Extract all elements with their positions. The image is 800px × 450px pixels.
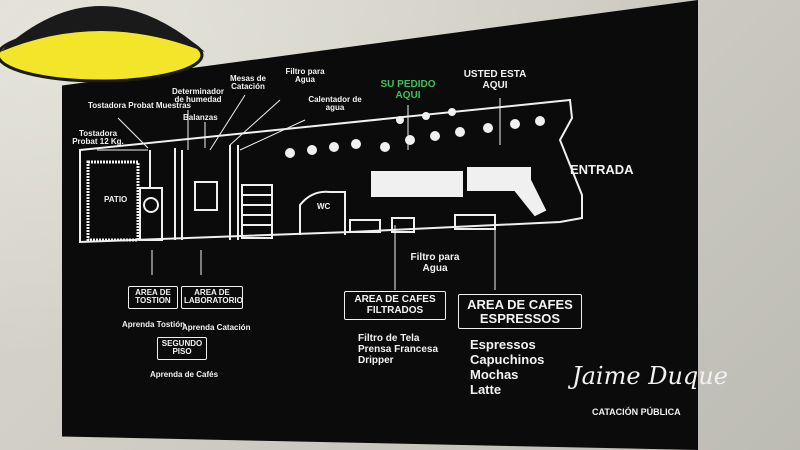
area-cafes-espressos-box: AREA DE CAFES ESPRESSOS [458, 294, 582, 330]
ceiling-lamp [0, 6, 205, 83]
area-segundo-piso-list: Aprenda de Cafés [150, 370, 218, 379]
filter-bar-counter [371, 171, 463, 197]
list-item: Aprenda de Cafés [150, 370, 219, 379]
label-determinador-humedad: Determinador de humedad [171, 87, 224, 105]
signature-logo: Jaime Duque [572, 362, 728, 390]
label-balanzas: Balanzas [183, 113, 218, 122]
area-cafes-espressos-list: Espressos Capuchinos Mochas Latte [470, 337, 545, 398]
patio-room [86, 160, 140, 242]
label-entrada: ENTRADA [570, 162, 634, 177]
wc-room [299, 190, 346, 235]
stairs [241, 184, 273, 239]
label-tostadora-muestras: Tostadora Probat Muestras [88, 101, 191, 110]
list-item: Prensa Francesa [358, 344, 439, 355]
list-item: Dripper [358, 355, 394, 366]
label-su-pedido: SU PEDIDO AQUI [380, 79, 436, 101]
signature-subtitle: CATACIÓN PÚBLICA [592, 407, 681, 417]
list-item: Aprenda Tostión [122, 320, 185, 329]
label-patio: PATIO [104, 195, 128, 204]
building-outline [79, 98, 583, 244]
label-tostadora-12kg: Tostadora Probat 12 Kg. [72, 129, 124, 147]
area-tostion-box: AREA DE TOSTION [128, 286, 178, 309]
label-usted-esta: USTED ESTA AQUI [463, 69, 527, 91]
list-item: Aprenda Catación [182, 323, 251, 332]
area-laboratorio-list: Aprenda Catación [182, 323, 250, 332]
label-mesas-catacion: Mesas de Catación [229, 74, 267, 92]
list-item: Latte [470, 381, 502, 397]
area-segundo-piso-box: SEGUNDO PISO [157, 337, 207, 360]
roaster-12kg [139, 187, 163, 241]
label-wc: WC [317, 202, 331, 211]
area-cafes-filtrados-list: Filtro de Tela Prensa Francesa Dripper [358, 333, 438, 366]
label-filtro-agua-bottom: Filtro para Agua [410, 252, 460, 274]
list-item: Mochas [470, 366, 519, 382]
area-tostion-list: Aprenda Tostión [122, 320, 185, 329]
seating [285, 108, 545, 158]
area-cafes-filtrados-box: AREA DE CAFES FILTRADOS [344, 291, 446, 320]
list-item: Espressos [470, 337, 536, 352]
list-item: Capuchinos [470, 351, 545, 367]
label-calentador-agua: Calentador de agua [308, 95, 362, 113]
list-item: Filtro de Tela [358, 333, 420, 344]
label-filtro-agua-top: Filtro para Agua [285, 67, 325, 85]
area-laboratorio-box: AREA DE LABORATORIO [181, 286, 243, 309]
